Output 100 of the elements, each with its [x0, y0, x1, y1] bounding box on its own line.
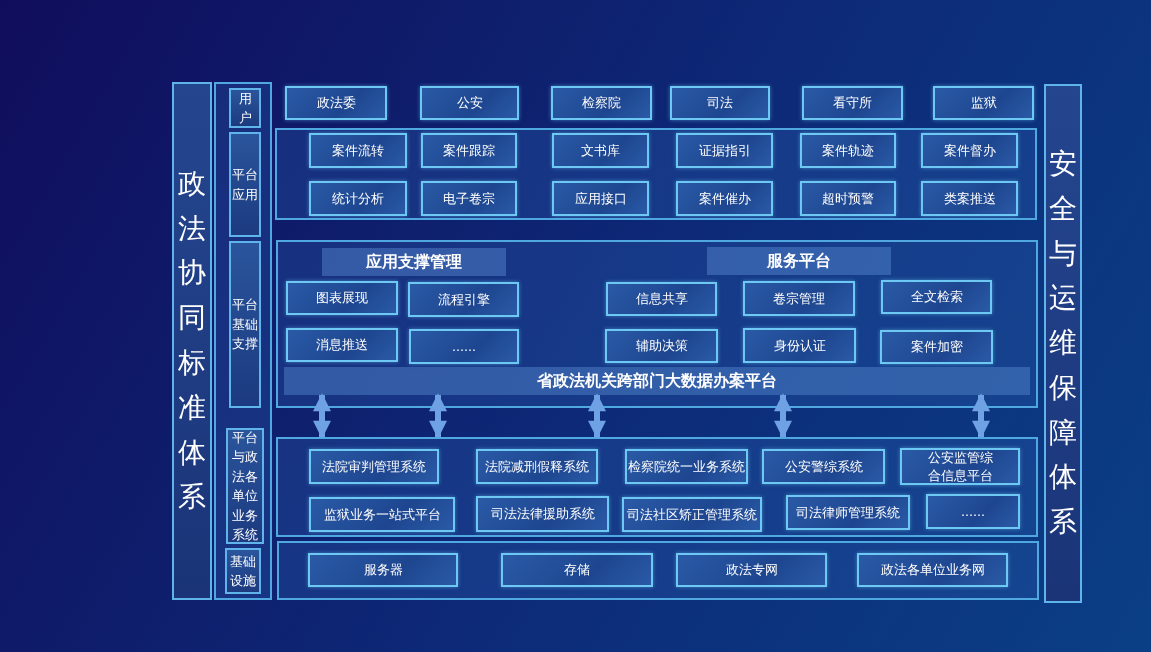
- module-label: 公安警综系统: [784, 457, 863, 476]
- module-label: 法院减刑假释系统: [485, 457, 589, 476]
- vertical-label: 基础设施: [230, 552, 256, 590]
- module-box: [409, 329, 519, 364]
- module-label: 监狱业务一站式平台: [323, 505, 441, 524]
- module-box: [880, 330, 993, 364]
- module-label: 电子卷宗: [443, 189, 495, 208]
- module-box: [476, 496, 609, 532]
- layer-label-box: [229, 88, 261, 128]
- vertical-label: 政法协同标准体系: [178, 165, 206, 516]
- module-label: 看守所: [833, 94, 872, 112]
- module-label: 司法律师管理系统: [796, 503, 900, 522]
- module-box: [802, 86, 903, 120]
- module-label: 卷宗管理: [773, 289, 825, 308]
- double-arrow: [429, 393, 447, 439]
- module-label: ......: [961, 502, 985, 521]
- module-label: 证据指引: [698, 141, 751, 160]
- module-box: [421, 133, 517, 168]
- module-label: 应用接口: [574, 189, 627, 208]
- section-heading-bar: [707, 247, 891, 275]
- module-label: 消息推送: [316, 336, 368, 354]
- module-box: [501, 553, 653, 587]
- module-box: [881, 280, 992, 314]
- module-label: 服务平台: [767, 250, 831, 272]
- module-box: [551, 86, 652, 120]
- module-box: [786, 495, 910, 530]
- module-box: [552, 181, 649, 216]
- system-band: [172, 82, 212, 600]
- module-box: [606, 282, 717, 316]
- layer-label-box: [229, 132, 261, 237]
- module-box: [926, 494, 1020, 529]
- module-box: [625, 449, 748, 484]
- double-arrow: [774, 393, 792, 439]
- module-label: 应用支撑管理: [366, 251, 462, 273]
- module-label: 信息共享: [635, 290, 688, 308]
- module-label: 存储: [564, 561, 590, 579]
- module-box: [743, 281, 855, 316]
- module-label: 政法各单位业务网: [880, 561, 985, 579]
- module-box: [421, 181, 517, 216]
- module-box: [670, 86, 770, 120]
- module-label: 案件催办: [698, 189, 751, 208]
- module-label: 类案推送: [943, 189, 996, 208]
- module-label: 辅助决策: [635, 337, 688, 355]
- vertical-label: 用户: [238, 89, 252, 127]
- module-label: 身份认证: [773, 336, 826, 355]
- module-box: [309, 449, 439, 484]
- layer-panel: [275, 128, 1037, 220]
- module-box: [309, 181, 407, 216]
- layer-panel: [277, 541, 1039, 600]
- module-label: 案件督办: [943, 141, 996, 160]
- platform-bar: [284, 367, 1030, 395]
- module-box: [552, 133, 649, 168]
- double-arrow: [588, 393, 606, 439]
- module-box: [743, 328, 856, 363]
- module-box: [762, 449, 885, 484]
- module-label: 省政法机关跨部门大数据办案平台: [537, 370, 777, 392]
- module-box: [408, 282, 519, 317]
- module-box: [800, 133, 896, 168]
- module-box: [676, 553, 827, 587]
- module-label: 司法: [707, 94, 733, 112]
- module-label: 司法法律援助系统: [490, 505, 595, 523]
- module-box: [921, 181, 1018, 216]
- module-label: 监狱: [970, 94, 997, 112]
- module-box: [476, 449, 598, 484]
- module-box: [933, 86, 1034, 120]
- vertical-label: 安全与运维保障体系: [1049, 145, 1077, 541]
- module-box: [286, 328, 398, 362]
- layer-panel: [276, 437, 1038, 537]
- layer-panel: [276, 240, 1038, 408]
- module-box: [286, 281, 398, 315]
- double-arrow: [313, 393, 331, 439]
- double-arrow: [972, 393, 990, 439]
- module-box: [308, 553, 458, 587]
- module-box: [676, 181, 773, 216]
- module-box: [800, 181, 896, 216]
- module-box: [921, 133, 1018, 168]
- module-box: [622, 497, 762, 532]
- module-label: 案件流转: [332, 141, 384, 160]
- module-label: 检察院: [582, 94, 621, 112]
- module-box: [285, 86, 387, 120]
- module-label: 检察院统一业务系统: [628, 457, 745, 476]
- module-box: [420, 86, 519, 120]
- section-heading-bar: [322, 248, 506, 276]
- module-box: [309, 133, 407, 168]
- module-label: ......: [452, 337, 476, 356]
- module-label: 案件跟踪: [443, 141, 495, 160]
- vertical-label: 平台与政法各单位业务系统: [231, 428, 259, 544]
- module-label: 全文检索: [910, 288, 963, 306]
- module-label: 法院审判管理系统: [322, 457, 426, 476]
- module-label: 文书库: [581, 141, 620, 160]
- module-box: [676, 133, 773, 168]
- layer-label-box: [226, 428, 264, 544]
- module-label: 服务器: [363, 561, 403, 579]
- module-label: 图表展现: [316, 289, 368, 307]
- module-box: [309, 497, 455, 532]
- module-label: 超时预警: [822, 189, 874, 208]
- module-label: 统计分析: [332, 189, 384, 208]
- vertical-label: 平台应用: [232, 166, 258, 204]
- module-box: [605, 329, 718, 363]
- module-label: 公安监管综合信息平台: [926, 449, 994, 484]
